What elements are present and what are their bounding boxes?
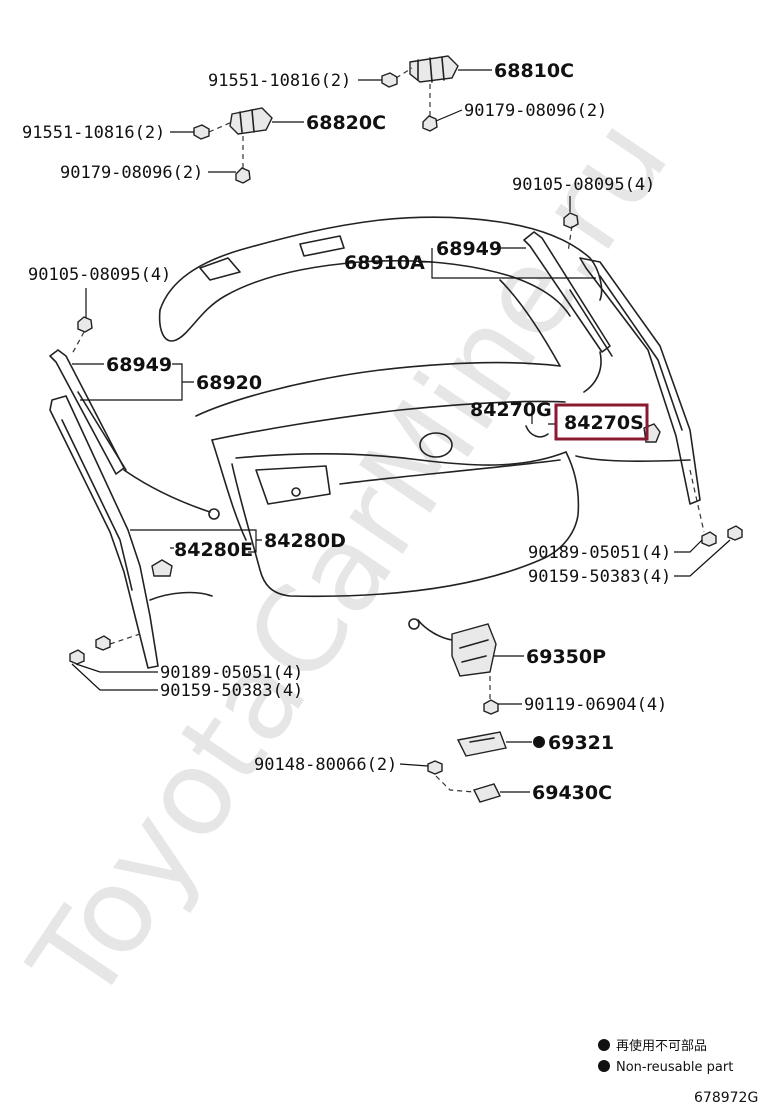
label-90159-left[interactable]: 90159-50383(4) [160, 681, 303, 701]
label-90148[interactable]: 90148-80066(2) [254, 755, 397, 775]
garnish-84280d-right[interactable] [575, 257, 701, 505]
label-68949-left[interactable]: 68949 [106, 354, 172, 376]
dash-68810c-bolt [395, 67, 413, 79]
screw-90189-left[interactable] [69, 649, 85, 665]
label-68810c[interactable]: 68810C [494, 60, 574, 82]
lock-69350p[interactable] [408, 618, 497, 677]
label-90189-left[interactable]: 90189-05051(4) [160, 663, 303, 683]
dash-screw-right [689, 469, 705, 533]
stay-68920-left[interactable] [49, 349, 220, 520]
legend-non-reusable-en: Non-reusable part [616, 1060, 733, 1075]
leader-90189-left [75, 663, 158, 673]
label-69321[interactable]: 69321 [548, 732, 614, 754]
label-90179-left[interactable]: 90179-08096(2) [60, 163, 203, 183]
hinge-68820c[interactable] [229, 107, 273, 135]
dash-90105-left [71, 331, 85, 355]
striker-69321[interactable] [456, 731, 507, 757]
leader-90189-right [674, 539, 703, 553]
leader-68920 [80, 363, 194, 401]
leader-68949-top [431, 248, 596, 279]
switch-84270g[interactable] [525, 425, 549, 438]
label-84270s[interactable]: 84270S [564, 412, 644, 434]
label-69350p[interactable]: 69350P [526, 646, 606, 668]
clip-84280e[interactable] [151, 559, 173, 577]
legend-dot-1 [598, 1039, 610, 1051]
non-reusable-dot-69321 [533, 736, 545, 748]
label-91551-left[interactable]: 91551-10816(2) [22, 123, 165, 143]
label-68920[interactable]: 68920 [196, 372, 262, 394]
label-91551-top[interactable]: 91551-10816(2) [208, 71, 351, 91]
bolt-90105-left[interactable] [77, 316, 93, 333]
highlight-box-84270s [554, 403, 649, 441]
diagram-code: 678972G [694, 1090, 758, 1106]
label-84280e[interactable]: 84280E [174, 539, 253, 561]
hinge-68810c[interactable] [409, 55, 459, 83]
label-84270g[interactable]: 84270G [470, 399, 552, 421]
screw-90159-right[interactable] [727, 525, 743, 541]
legend-non-reusable-jp: 再使用不可部品 [616, 1038, 707, 1054]
leader-84280d [130, 529, 262, 553]
label-90179-right[interactable]: 90179-08096(2) [464, 101, 607, 121]
leader-90179-right [435, 109, 463, 122]
screw-90159-left[interactable] [95, 635, 111, 651]
leader-90159-left [71, 663, 158, 691]
nut-90179-right[interactable] [422, 115, 438, 132]
bolt-90119[interactable] [483, 699, 499, 715]
dash-90105-right [567, 225, 573, 253]
screw-90148[interactable] [427, 760, 443, 775]
label-84280d[interactable]: 84280D [264, 530, 346, 552]
label-90159-right[interactable]: 90159-50383(4) [528, 567, 671, 587]
dash-striker [435, 775, 475, 793]
label-90105-left[interactable]: 90105-08095(4) [28, 265, 171, 285]
nut-90179-left[interactable] [235, 167, 251, 184]
legend-dot-2 [598, 1060, 610, 1072]
bolt-90105-right[interactable] [563, 212, 579, 229]
stay-68949-right[interactable] [523, 231, 613, 393]
label-90119[interactable]: 90119-06904(4) [524, 695, 667, 715]
label-68949-top[interactable]: 68949 [436, 238, 502, 260]
dash-screw-left [109, 633, 141, 645]
label-68910a[interactable]: 68910A [344, 252, 425, 274]
label-90189-right[interactable]: 90189-05051(4) [528, 543, 671, 563]
bumper-69430c[interactable] [473, 783, 501, 803]
back-door-panel-68910a[interactable] [158, 216, 603, 598]
bolt-91551-top[interactable] [381, 72, 398, 88]
label-68820c[interactable]: 68820C [306, 112, 386, 134]
label-90105-right[interactable]: 90105-08095(4) [512, 175, 655, 195]
leader-90159-right [674, 539, 731, 577]
bolt-91551-left[interactable] [193, 124, 210, 140]
leader-90148 [399, 763, 429, 767]
dash-68820c-bolt [208, 121, 233, 133]
screw-90189-right[interactable] [701, 531, 717, 547]
garnish-84280d-left[interactable] [49, 395, 213, 669]
label-69430c[interactable]: 69430C [532, 782, 612, 804]
